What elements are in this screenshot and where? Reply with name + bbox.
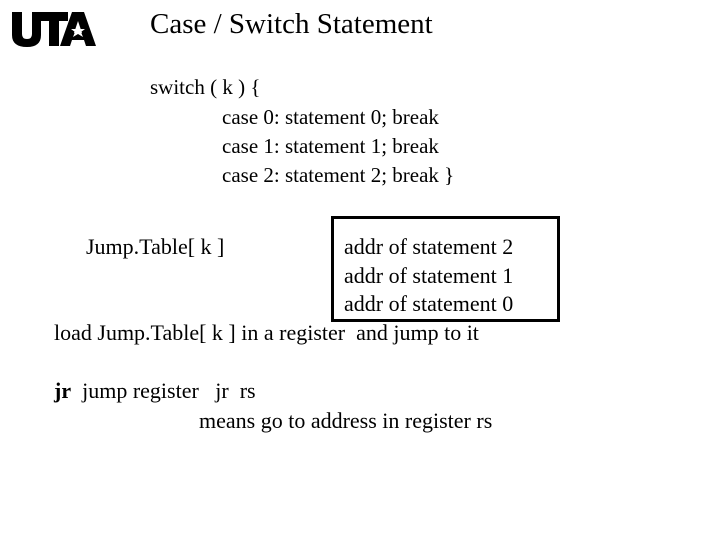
jump-table-label: Jump.Table[ k ] [86,234,225,259]
uta-logo [12,12,96,47]
code-line-case-1: case 1: statement 1; break [222,134,439,158]
jr-keyword: jr [54,378,72,403]
jump-table-entry: addr of statement 1 [344,263,514,288]
code-line-switch: switch ( k ) { [150,75,261,99]
jr-definition: jr jump register jr rs [54,380,256,402]
load-instruction-text: load Jump.Table[ k ] in a register and j… [54,320,479,345]
jr-description: jump register jr rs [71,378,256,403]
jr-meaning: means go to address in register rs [199,408,493,433]
code-line-case-0: case 0: statement 0; break [222,105,439,129]
jump-table-entry: addr of statement 0 [344,291,514,316]
jump-table-entry: addr of statement 2 [344,234,514,259]
page-title: Case / Switch Statement [150,8,433,40]
jump-table-box [331,216,560,322]
code-line-case-2: case 2: statement 2; break } [222,163,455,187]
